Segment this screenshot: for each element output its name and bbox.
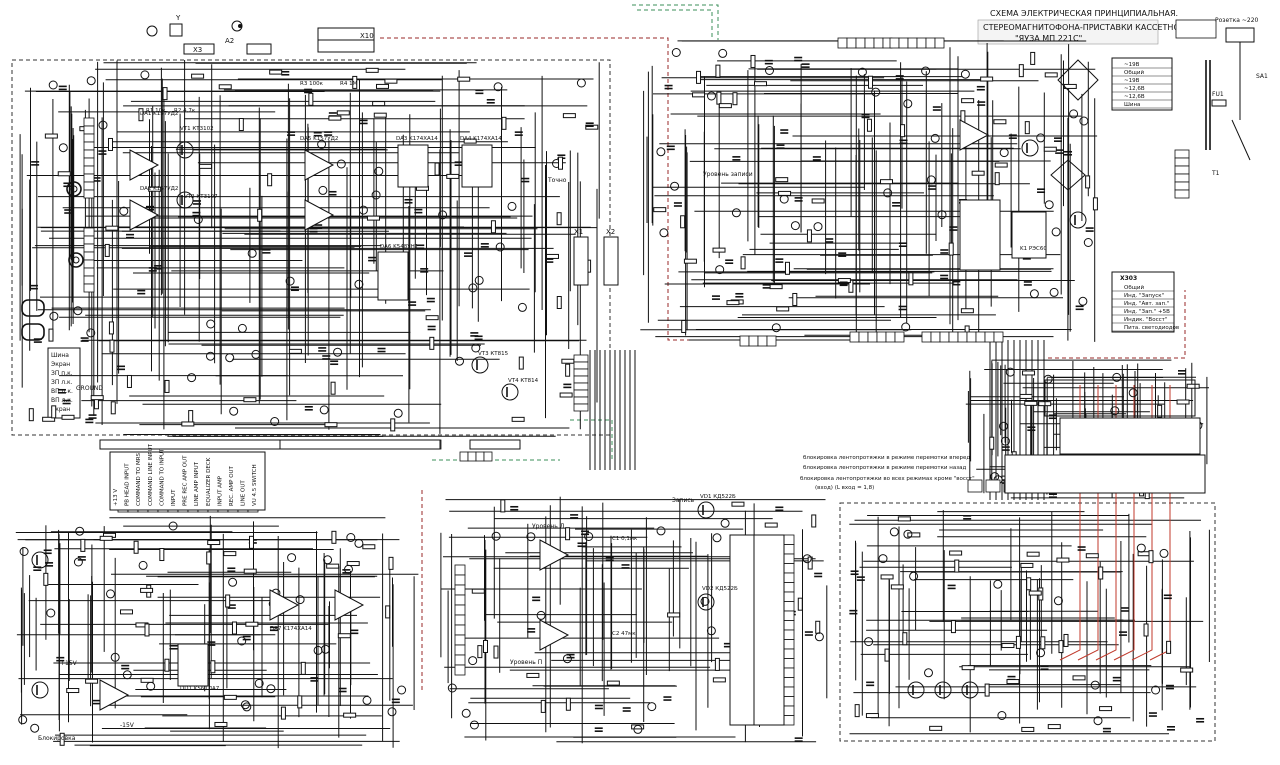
svg-text:ВП л.к.: ВП л.к. (51, 397, 73, 404)
indicator-row: Индик. "Восст" (1124, 317, 1167, 323)
connector-x3: X3 (183, 43, 272, 55)
bus-label: VU 4.5 SWITCH (252, 464, 258, 506)
svg-text:ЗП л.к.: ЗП л.к. (51, 379, 73, 386)
component-ref: DA3 K174ХА14 (396, 136, 438, 142)
bottom-bus-strip: +13 V PB HEAD INPUT COMMAND TO MRS COMMAND … (99, 439, 521, 511)
svg-text:X10: X10 (360, 32, 374, 40)
component-ref: DA7 K174ХА14 (270, 626, 312, 632)
indicator-row: Общий (1124, 284, 1144, 291)
title-line-1: СХЕМА ЭЛЕКТРИЧЕСКАЯ ПРИНЦИПИАЛЬНАЯ. (990, 9, 1178, 18)
component-ref: R4 1М (340, 81, 358, 87)
indicator-row: Инд. "Запуск" (1124, 293, 1164, 299)
bus-label: +13 V (113, 489, 119, 506)
svg-text:+15V: +15V (60, 660, 78, 667)
svg-text:Точно: Точно (547, 177, 567, 184)
indicator-row: Инд. "Авт. зап." (1124, 301, 1169, 307)
svg-text:Уровень записи: Уровень записи (703, 171, 753, 178)
title-line-2: СТЕРЕОМАГНИТОФОНА-ПРИСТАВКИ КАССЕТНОЙ (983, 21, 1186, 32)
power-row: ~19В (1124, 62, 1140, 68)
title-block: СХЕМА ЭЛЕКТРИЧЕСКАЯ ПРИНЦИПИАЛЬНАЯ. СТЕР… (977, 9, 1186, 45)
svg-text:ЗП п.к.: ЗП п.к. (51, 370, 73, 377)
bus-label: COMMAND TO INPUT (159, 448, 165, 506)
component-ref: DA6 K548УН1 (380, 244, 418, 250)
svg-text:Розетка ~220: Розетка ~220 (1215, 17, 1259, 24)
component-ref: K1 РЭС60 (1020, 246, 1047, 252)
svg-text:-15V: -15V (120, 722, 135, 729)
bus-label: INPUT (171, 489, 177, 506)
bridge-rectifier-icon (1050, 59, 1099, 191)
svg-text:Блокировка: Блокировка (38, 735, 76, 742)
title-line-3: "ЯУЗА МП 221С" (1015, 34, 1082, 43)
svg-text:Уровень П: Уровень П (510, 659, 542, 666)
transformer-icon (1205, 60, 1211, 150)
svg-text:Экран: Экран (51, 406, 70, 413)
component-field (18, 19, 1217, 746)
component-ref: C1 0,1мк (612, 536, 638, 542)
bus-label: PB HEAD INPUT (125, 463, 131, 506)
power-row: ~19В (1124, 78, 1140, 84)
component-ref: R2 4,7к (174, 108, 196, 114)
component-ref: R1 10к (146, 108, 166, 114)
bus-label: LINE OUT (241, 480, 247, 506)
power-row: Общий (1124, 69, 1144, 76)
connector-x1-x2: X1 X2 (573, 228, 619, 286)
svg-text:A2: A2 (225, 37, 234, 45)
bus-label: REC. AMP OUT (229, 465, 235, 506)
misc-labels: Уровень Л Уровень П Уровень записи Запис… (38, 171, 753, 742)
svg-text:Экран: Экран (51, 361, 70, 368)
bus-label: INPUT AMP (217, 475, 223, 506)
svg-text:Y: Y (175, 14, 181, 22)
blocking-notes: блокировка лентопротяжки в режиме перемо… (800, 455, 975, 491)
switch-block (1004, 379, 1206, 494)
opamp-symbols (99, 119, 990, 711)
din-socket-icon (21, 299, 45, 341)
svg-text:T1: T1 (1211, 170, 1220, 177)
power-row: ~12,6В (1124, 94, 1145, 100)
component-ref: VD1 КД522Б (700, 494, 736, 500)
bus-label: COMMAND TO MRS (136, 452, 142, 506)
component-ref: VT4 КТ814 (508, 378, 539, 384)
component-ref: VT2 КТ3107 (184, 194, 218, 200)
component-ref: DA1 K157УД2 (140, 111, 178, 117)
svg-text:Уровень Л: Уровень Л (532, 523, 564, 530)
svg-text:Шина: Шина (51, 352, 69, 359)
bus-label: PRE REC AMP OUT (183, 455, 189, 506)
mains-section: Розетка ~220 SA1 T1 FU1 (1211, 17, 1268, 177)
bus-label: EQUALIZER DECK (206, 457, 212, 506)
component-ref: VT3 КТ815 (478, 351, 509, 357)
bus-label: COMMAND LINE INPUT (148, 443, 154, 506)
svg-text:ВП п.к.: ВП п.к. (51, 388, 73, 395)
connector-x10: X10 (317, 27, 375, 53)
component-ref: DA4 K174ХА14 (460, 136, 502, 142)
svg-text:X3: X3 (193, 46, 202, 54)
component-ref: VT1 КТ3102 (180, 126, 214, 132)
svg-text:блокировка лентопротяжки в реж: блокировка лентопротяжки в режиме перемо… (803, 465, 966, 471)
component-ref: DA5 K157УД2 (300, 136, 338, 142)
component-ref: C2 47мк (612, 631, 636, 637)
svg-text:блокировка лентопротяжки в реж: блокировка лентопротяжки в режиме перемо… (803, 455, 970, 461)
svg-text:(вход) (L вход = 1,8): (вход) (L вход = 1,8) (815, 485, 874, 491)
ic-packages (177, 144, 1047, 726)
component-ref: DD1 K561ЛА7 (180, 686, 220, 692)
svg-text:GROUND: GROUND (76, 385, 103, 392)
bus-label: LINE AMP INPUT (194, 461, 200, 506)
indicator-row: Пита. светодиодов (1124, 325, 1179, 331)
svg-text:SA1: SA1 (1256, 73, 1268, 80)
indicator-row: Инд. "Зап." +5В (1124, 309, 1170, 315)
component-ref: DA2 K157УД2 (140, 186, 178, 192)
svg-text:X2: X2 (606, 228, 615, 236)
component-ref: VD2 КД522Б (702, 586, 738, 592)
component-ref: R3 100к (300, 81, 324, 87)
power-row: ~12,6В (1124, 86, 1145, 92)
svg-text:блокировка лентопротяжки во вс: блокировка лентопротяжки во всех режимах… (800, 476, 975, 482)
svg-text:FU1: FU1 (1212, 91, 1224, 98)
svg-text:Запись: Запись (672, 497, 695, 504)
svg-text:X303: X303 (1120, 275, 1137, 282)
power-row: Шина (1124, 102, 1140, 108)
svg-text:X1: X1 (574, 228, 583, 236)
